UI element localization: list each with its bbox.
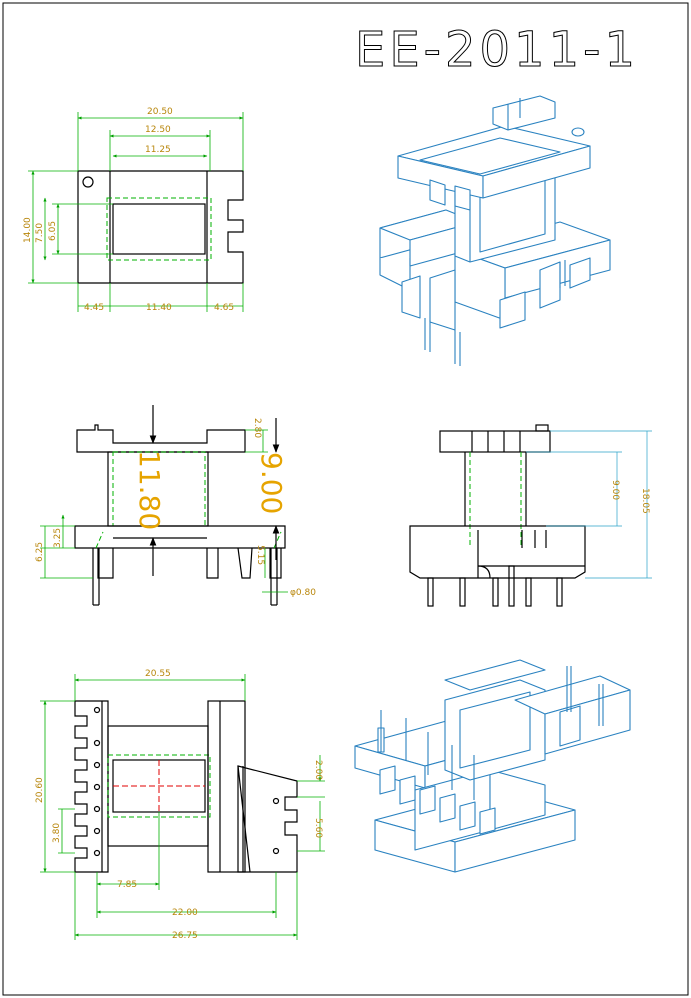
dim-height-total: 14.00 — [23, 217, 33, 243]
side-view: 9.00 18.05 — [409, 424, 652, 607]
dim-left-offset: 4.45 — [84, 303, 104, 313]
side-view-top-flange — [439, 430, 551, 453]
dim-side-total-height: 18.05 — [640, 488, 650, 514]
side-view-base — [409, 525, 586, 579]
dim-pin-diameter: φ0.80 — [290, 588, 316, 598]
dim-right-offset: 4.65 — [214, 303, 234, 313]
dim-base-height-a: 3.25 — [53, 528, 63, 548]
dim-base-height-b: 6.25 — [35, 542, 45, 562]
drawing-title: EE-2011-1 — [355, 22, 639, 78]
dim-bottom-span-total: 26.75 — [172, 931, 198, 941]
top-view-outline — [77, 170, 244, 284]
dim-window-width: 12.50 — [145, 125, 171, 135]
dim-bottom-height: 20.60 — [35, 777, 45, 803]
bottom-view-right-flange — [207, 700, 246, 873]
dim-height-inner: 6.05 — [48, 221, 58, 241]
top-view-window — [112, 203, 206, 255]
bottom-view-left-flange — [74, 700, 109, 873]
dim-winding-height: 11.80 — [133, 450, 166, 530]
dim-bottom-pin-pitch: 3.80 — [52, 823, 62, 843]
side-view-pins — [427, 565, 563, 607]
dim-bottom-top-width: 20.55 — [145, 669, 171, 679]
dim-side-window-height: 9.00 — [610, 480, 620, 500]
top-view: 20.50 12.50 11.25 14.00 7.50 6.05 4.45 1… — [23, 107, 244, 313]
top-view-pin-hole — [82, 176, 94, 188]
dim-bottom-slot-height: 2.00 — [313, 760, 323, 780]
bottom-view-pin-block — [237, 765, 298, 873]
dim-bottom-span-inner: 22.00 — [172, 908, 198, 918]
isometric-view-top — [379, 95, 611, 366]
bottom-view: 20.55 20.60 3.80 2.00 5.60 7.85 22.00 26… — [35, 669, 325, 941]
front-view: 11.80 9.00 2.80 3.25 6.25 5.15 φ0.80 — [35, 405, 316, 606]
dim-height-mid: 7.50 — [35, 223, 45, 243]
dim-overall-width: 20.50 — [147, 107, 173, 117]
dim-inner-width: 11.25 — [145, 145, 171, 155]
dim-pin-offset: 5.15 — [255, 545, 265, 565]
isometric-view-bottom — [354, 659, 631, 873]
dim-window-height: 9.00 — [255, 452, 288, 514]
dim-bottom-pin-offset: 7.85 — [117, 880, 137, 890]
bottom-view-pin-holes — [93, 706, 101, 857]
front-view-top-flange — [76, 424, 246, 453]
dim-flange-thickness: 2.80 — [252, 418, 262, 438]
dim-bottom-row-spacing: 5.60 — [313, 818, 323, 838]
dim-center-width: 11.40 — [146, 303, 172, 313]
front-view-base — [74, 525, 286, 549]
